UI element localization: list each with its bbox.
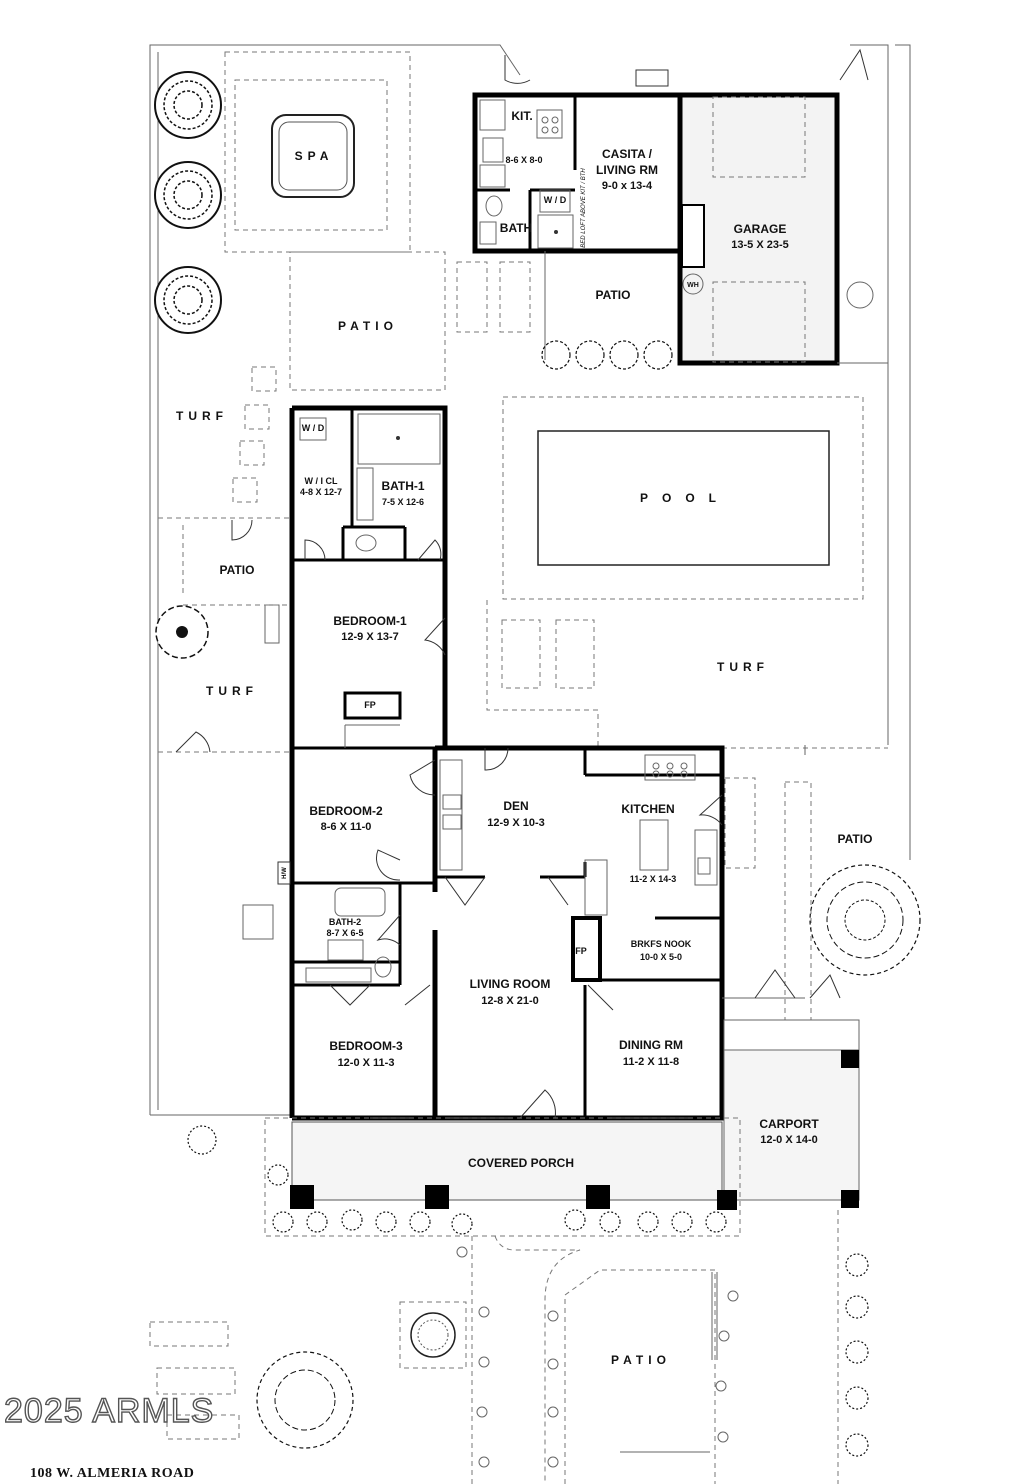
dining-room-label: DINING RM: [619, 1038, 683, 1052]
casita-label-line2: LIVING RM: [596, 163, 658, 177]
fireplace-bedroom-label: FP: [364, 700, 376, 710]
front-walkway: [399, 1210, 839, 1484]
spa-area: SPA: [224, 51, 411, 253]
planter-boxes: [149, 1321, 240, 1440]
property-address: 108 W. ALMERIA ROAD: [30, 1466, 195, 1481]
breakfast-nook-dimension: 10-0 X 5-0: [640, 952, 682, 962]
garage-dimension: 13-5 X 23-5: [731, 239, 788, 251]
bedroom3-dimension: 12-0 X 11-3: [338, 1057, 395, 1069]
spa-label: SPA: [295, 149, 334, 163]
kit-dimension: 8-6 X 8-0: [505, 155, 542, 165]
walk-in-closet-label: W / I CL: [305, 476, 338, 486]
garage-building: [677, 48, 888, 366]
carport-label: CARPORT: [759, 1117, 819, 1131]
patio-left-label: PATIO: [220, 563, 255, 577]
bath1-dimension: 7-5 X 12-6: [382, 497, 424, 507]
covered-porch: [264, 1117, 741, 1237]
bedroom-wing-walls: [289, 405, 448, 1118]
water-heater-label: WH: [687, 282, 699, 289]
den-dimension: 12-9 X 10-3: [487, 817, 544, 829]
loft-note: BED LOFT ABOVE KIT / BTH: [581, 168, 587, 248]
carport-dimension: 12-0 X 14-0: [760, 1134, 817, 1146]
turf-left-label: TURF: [176, 409, 228, 423]
bedroom2-dimension: 8-6 X 11-0: [321, 821, 372, 833]
bath2-dimension: 8-7 X 6-5: [326, 928, 363, 938]
turf-right-label: TURF: [717, 660, 769, 674]
kit-label: KIT.: [511, 109, 532, 123]
bath2-label: BATH-2: [329, 917, 361, 927]
patio-casita-label: PATIO: [596, 288, 631, 302]
patio-right-label: PATIO: [838, 832, 873, 846]
dining-room-dimension: 11-2 X 11-8: [623, 1056, 679, 1068]
pool-label: POOL: [640, 491, 730, 505]
stepping-stones: [232, 261, 595, 940]
main-house-walls: [292, 745, 725, 1121]
mls-watermark: 2025 ARMLS: [3, 1391, 215, 1430]
kitchen-dimension: 11-2 X 14-3: [630, 874, 677, 884]
den-label: DEN: [503, 799, 528, 813]
living-room-label: LIVING ROOM: [470, 977, 551, 991]
tree-icon-bottom: [256, 1351, 354, 1449]
bedroom1-label: BEDROOM-1: [333, 614, 407, 628]
side-yard-lines: [158, 517, 290, 753]
shrub-row-casita: [541, 340, 673, 370]
turf-right-edge: [486, 600, 599, 748]
casita-label-line1: CASITA /: [602, 147, 653, 161]
breakfast-nook-label: BRKFS NOOK: [631, 939, 692, 949]
bedroom2-label: BEDROOM-2: [309, 804, 383, 818]
fireplace-living-label: FP: [575, 946, 587, 956]
hw-label: H/W: [282, 867, 288, 879]
patio-top-area: [289, 251, 446, 391]
hw-box: [277, 861, 291, 885]
walk-in-closet-dimension: 4-8 X 12-7: [300, 487, 342, 497]
casita-dimension: 9-0 x 13-4: [602, 180, 653, 192]
turf-left2-label: TURF: [206, 684, 258, 698]
shrub-column-right: [845, 1253, 869, 1457]
garage-label: GARAGE: [734, 222, 787, 236]
casita-wd-label: W / D: [544, 195, 567, 205]
bedroom3-label: BEDROOM-3: [329, 1039, 403, 1053]
kitchen-label: KITCHEN: [621, 802, 674, 816]
pool-outline: [537, 430, 830, 566]
pool-deck: [502, 396, 864, 600]
tree-icon-right: [809, 864, 921, 976]
tree-icons-left: [154, 71, 222, 659]
covered-porch-label: COVERED PORCH: [468, 1156, 574, 1170]
wd-main-label: W / D: [302, 423, 325, 433]
patio-top-label: PATIO: [338, 319, 398, 333]
bath1-label: BATH-1: [381, 479, 424, 493]
carport: [723, 1019, 860, 1208]
shrub-row-porch: [187, 1125, 727, 1235]
living-room-dimension: 12-8 X 21-0: [481, 995, 538, 1007]
lot-boundary: [149, 44, 911, 1116]
right-patio-lines: [722, 745, 841, 1021]
casita-bath-label: BATH: [500, 221, 532, 235]
patio-front-label: PATIO: [611, 1353, 671, 1367]
bedroom1-dimension: 12-9 X 13-7: [341, 631, 398, 643]
